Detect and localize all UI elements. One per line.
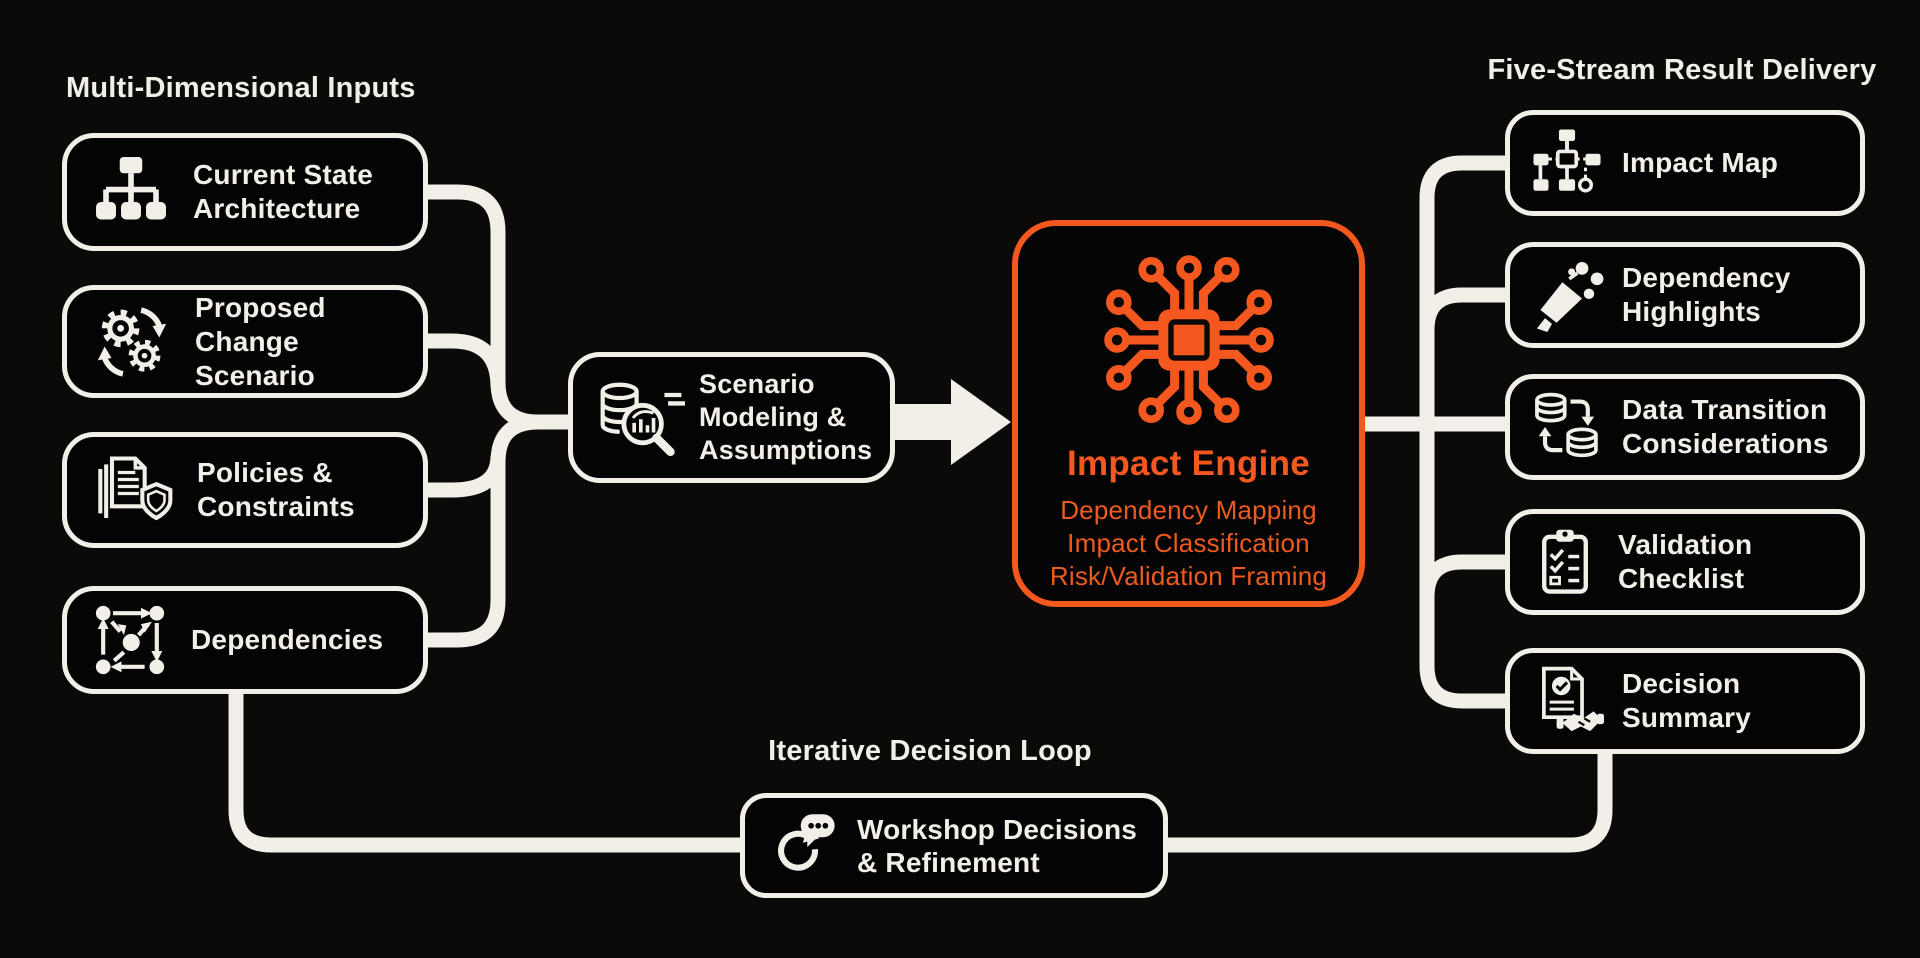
process-box-scenario-modeling: Scenario Modeling & Assumptions [568,352,895,483]
engine-function: Impact Classification [1067,528,1310,558]
documents-shield-icon [91,452,175,528]
input-box-dependencies: Dependencies [62,586,428,694]
left-group-title: Multi-Dimensional Inputs [66,72,416,104]
wire-loop-right [1165,748,1613,853]
output-label: Decision Summary [1622,668,1752,733]
decision-document-icon [1530,664,1604,738]
input-box-proposed-change-scenario: Proposed Change Scenario [62,285,428,398]
loop-chat-icon [769,811,839,881]
output-box-impact-map: Impact Map [1505,110,1865,216]
output-box-validation-checklist: Validation Checklist [1505,509,1865,615]
loop-box-label: Workshop Decisions & Refinement [857,813,1138,878]
input-label: Policies & Constraints [197,457,355,522]
wire-output-2 [1419,287,1510,331]
dependency-graph-icon [91,601,169,679]
output-label: Data Transition Considerations [1622,394,1829,459]
process-label: Scenario Modeling & Assumptions [699,369,873,465]
wire-output-4 [1419,554,1510,598]
data-transfer-icon [1530,390,1604,464]
loop-title: Iterative Decision Loop [768,735,1092,767]
input-label: Proposed Change Scenario [195,291,326,391]
input-box-policies-constraints: Policies & Constraints [62,432,428,548]
input-box-current-state-architecture: Current State Architecture [62,133,428,251]
wire-input-4 [428,414,539,648]
input-label: Current State Architecture [193,159,373,224]
output-label: Validation Checklist [1618,529,1753,594]
output-label: Impact Map [1622,147,1779,178]
sitemap-icon [91,152,171,232]
cpu-chip-icon [1099,250,1279,430]
megaphone-icon [1530,258,1604,332]
engine-title: Impact Engine [1066,444,1311,483]
wire-input-1 [428,184,572,430]
database-magnifier-icon [593,378,685,458]
gears-cycle-icon [91,301,173,383]
wire-loop-left [228,693,745,853]
flow-arrow [893,379,1011,465]
impact-map-icon [1530,126,1604,200]
output-label: Dependency Highlights [1622,262,1791,327]
wire-input-2 [428,333,506,388]
output-box-data-transition: Data Transition Considerations [1505,374,1865,480]
wire-input-3 [428,455,506,498]
loop-box-workshop-decisions: Workshop Decisions & Refinement [740,793,1168,898]
wire-output-down [1419,424,1510,709]
engine-function: Risk/Validation Framing [1049,561,1328,591]
checklist-icon [1530,525,1600,599]
wire-output-up [1419,155,1510,424]
engine-functions: Dependency Mapping Impact Classification… [1050,494,1327,593]
right-group-title: Five-Stream Result Delivery [1487,54,1877,86]
engine-box-impact-engine: Impact Engine Dependency Mapping Impact … [1012,220,1365,607]
output-box-dependency-highlights: Dependency Highlights [1505,242,1865,348]
input-label: Dependencies [191,624,384,655]
engine-function: Dependency Mapping [1060,495,1317,525]
output-box-decision-summary: Decision Summary [1505,648,1865,754]
